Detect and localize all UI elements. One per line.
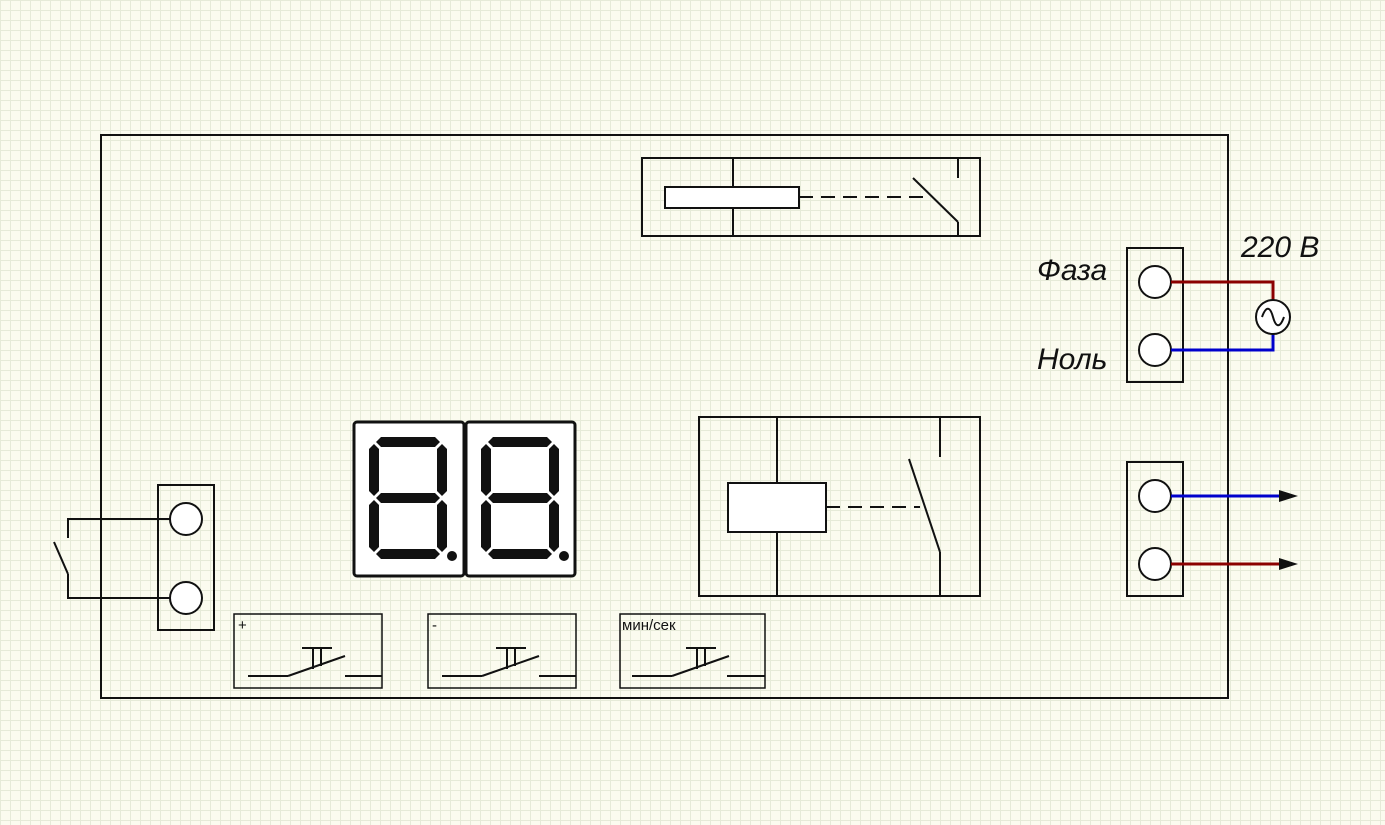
controller-board (100, 134, 1229, 699)
sensor-terminal-1 (169, 502, 203, 536)
digit-1-decimal-point (447, 551, 457, 561)
digit-2-segment-f (481, 444, 491, 496)
sensor-terminal-2 (169, 581, 203, 615)
output-neutral-wire (1171, 490, 1298, 502)
neutral-terminal (1138, 333, 1172, 367)
digit-2-segment-c (549, 500, 559, 552)
relay-main (698, 416, 981, 597)
relay-main-contact (908, 458, 941, 553)
digit-1-segment-c (437, 500, 447, 552)
phase-wire (1171, 280, 1275, 300)
button-minus-label: - (432, 617, 437, 634)
digit-1-segment-f (369, 444, 379, 496)
pushbutton-icon (248, 647, 382, 677)
neutral-label: Ноль (1037, 343, 1107, 376)
digit-1-segment-a (376, 437, 440, 447)
digit-2-decimal-point (559, 551, 569, 561)
button-plus-label: + (238, 617, 247, 634)
phase-terminal (1138, 265, 1172, 299)
digit-1-segment-e (369, 500, 379, 552)
output-terminal-1 (1138, 479, 1172, 513)
ac-source-icon (1255, 299, 1291, 335)
digit-1-segment-b (437, 444, 447, 496)
digit-2-segment-e (481, 500, 491, 552)
digit-1-segment-d (376, 549, 440, 559)
pushbutton-icon (632, 647, 765, 677)
sensor-terminal-block (157, 484, 215, 631)
relay-top-coil (664, 186, 800, 209)
output-phase-wire (1171, 558, 1298, 570)
digit-2-segment-g (488, 493, 552, 503)
relay-main-coil (727, 482, 827, 533)
neutral-wire (1171, 334, 1275, 352)
external-switch (53, 518, 170, 599)
digit-2-segment-b (549, 444, 559, 496)
output-terminal-2 (1138, 547, 1172, 581)
button-plus[interactable]: + (233, 613, 383, 689)
button-min-sec-label: мин/сек (622, 617, 676, 634)
power-terminal-block (1126, 247, 1184, 383)
relay-top-contact (912, 177, 959, 223)
voltage-label: 220 В (1240, 231, 1319, 264)
digit-2-segment-a (488, 437, 552, 447)
button-min-sec[interactable]: мин/сек (619, 613, 766, 689)
pushbutton-icon (442, 647, 576, 677)
arrow-right-icon (1279, 558, 1298, 570)
digit-1-segment-g (376, 493, 440, 503)
relay-top (641, 157, 981, 237)
seven-segment-display (352, 420, 577, 578)
digit-2-segment-d (488, 549, 552, 559)
arrow-right-icon (1279, 490, 1298, 502)
button-minus[interactable]: - (427, 613, 577, 689)
output-terminal-block (1126, 461, 1184, 597)
phase-label: Фаза (1037, 254, 1107, 287)
